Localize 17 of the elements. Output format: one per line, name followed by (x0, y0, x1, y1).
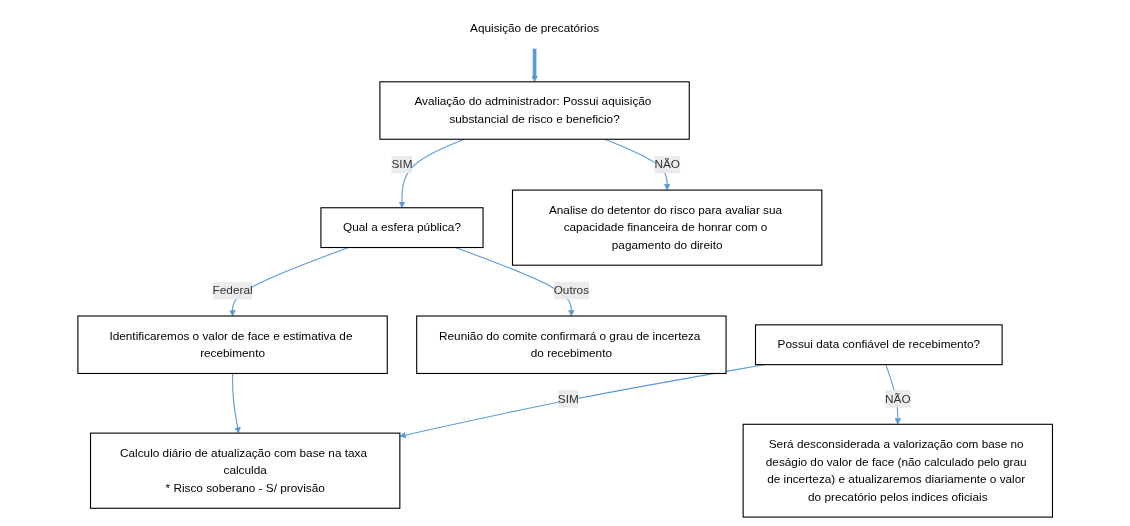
edge-label: SIM (391, 158, 413, 171)
edge-label: NÃO (884, 392, 911, 405)
node-box: Reunião do comite confirmará o grau de incerteza do recebimento (415, 315, 727, 375)
arrow (231, 372, 241, 434)
node-box: Analise do detentor do risco para avaliar sua capacidade financeira de honrar com o pagamento do direito (511, 189, 823, 266)
node-text: Aquisição de precatórios (469, 22, 599, 35)
node-box: Possui data confiável de recebimento? (754, 324, 1003, 366)
node-box: Identificaremos o valor de face e estimativa de recebimento (77, 315, 388, 375)
node-box: Será desconsiderada a valorização com base no deságio do valor de face (não calculado pelo grau de incerteza) e atualizaremos diariamente o valor do precatório pelos indices oficiais (742, 423, 1053, 518)
node-box: Qual a esfera pública? (320, 207, 484, 249)
edge-label: Federal (212, 283, 253, 297)
arrow (531, 48, 538, 83)
edge-label: SIM (557, 392, 579, 405)
edge-label: NÃO (654, 158, 680, 171)
node-box: Avaliação do administrador: Possui aquisição substancial de risco e beneficio? (379, 81, 690, 140)
edge-label: Outros (553, 283, 589, 297)
node-box: Calculo diário de atualização com base na taxa calculda * Risco soberano - S/ provisão (89, 432, 401, 509)
